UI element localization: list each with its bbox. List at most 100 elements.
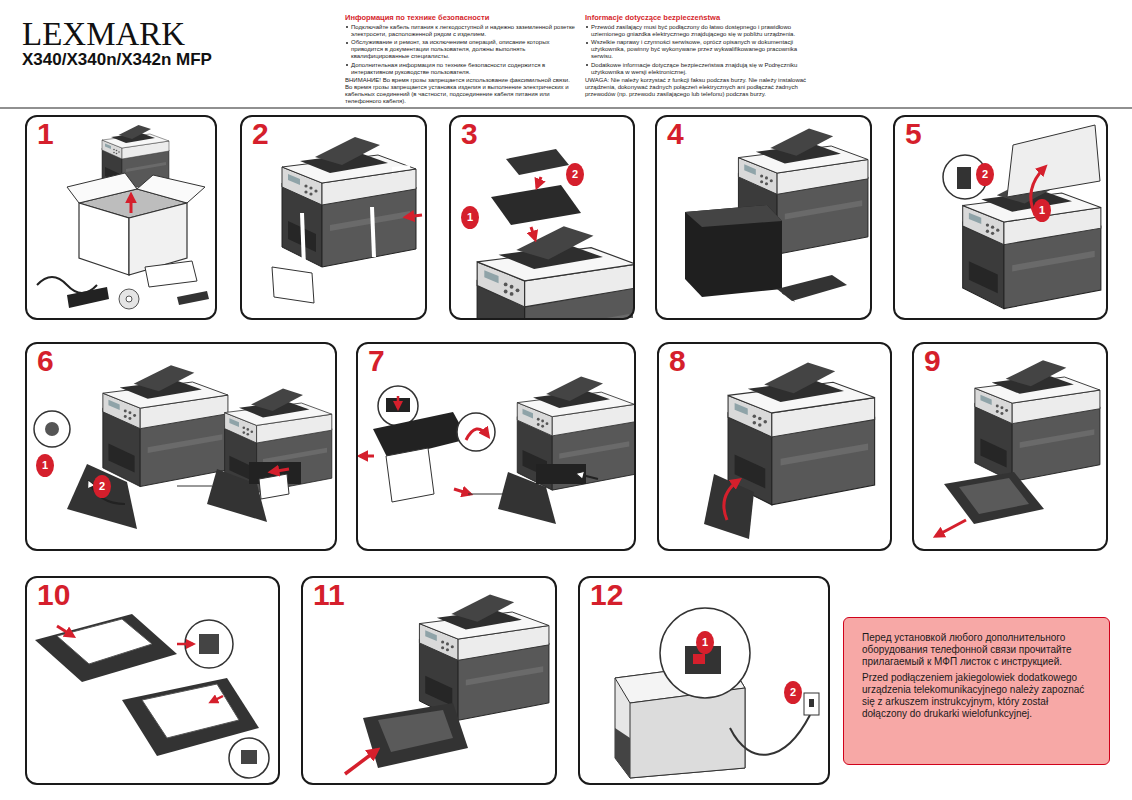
step-12-illustration [809, 699, 814, 707]
step-5-illustration [943, 125, 1101, 309]
callout-number: 2 [99, 481, 105, 492]
callout-number: 2 [982, 169, 988, 180]
step-panel: 7 [356, 342, 636, 551]
note-box: Перед установкой любого дополнительного … [843, 617, 1110, 765]
step-6-illustration [67, 464, 137, 529]
step-1-illustration [119, 289, 139, 309]
step-12-illustration [630, 688, 745, 778]
callout-number: 1 [702, 637, 708, 648]
step-7-illustration [468, 494, 503, 495]
step-6-illustration [34, 411, 70, 447]
step-6-illustration [271, 469, 289, 472]
step-12-illustration [804, 693, 819, 715]
step-number: 7 [368, 346, 385, 376]
step-5-illustration [1007, 125, 1100, 197]
step-3-illustration [477, 226, 636, 380]
step-7-illustration [517, 376, 634, 490]
step-7-illustration [360, 376, 635, 524]
step-1-illustration [79, 203, 129, 275]
safety-bullet: Wszelkie naprawy i czynności serwisowe, … [585, 39, 817, 60]
step-1-illustration [37, 125, 209, 309]
step-number: 6 [37, 346, 54, 376]
step-2-illustration [272, 267, 314, 303]
step-6-illustration [103, 365, 228, 486]
step-11-illustration [378, 710, 453, 752]
safety-bullet: Дополнительная информация по технике без… [345, 62, 577, 76]
step-8-illustration [704, 363, 875, 539]
step-7-illustration [454, 489, 470, 494]
step-12-illustration [730, 715, 810, 755]
step-panel: 5 2 1 [893, 115, 1108, 320]
step-number: 4 [667, 119, 684, 149]
step-10-illustration [199, 634, 219, 654]
step-2-illustration [282, 137, 416, 267]
step-3-illustration [477, 149, 636, 381]
note-text: Перед установкой любого дополнительного … [862, 632, 1095, 668]
callout-number: 2 [572, 169, 578, 180]
step-number: 5 [905, 119, 922, 149]
safety-bullet: Dodatkowe informacje dotyczące bezpiecze… [585, 62, 817, 76]
step-10-illustration [142, 684, 239, 738]
step-2-illustration [406, 215, 422, 217]
step-number: 11 [313, 580, 345, 610]
callout-circle: 2 [784, 681, 802, 704]
callout-circle: 1 [461, 206, 479, 229]
step-12-illustration [693, 654, 705, 664]
step-2-illustration [302, 213, 304, 267]
callout-circle: 1 [1033, 199, 1051, 222]
safety-warning: UWAGA: Nie należy korzystać z funkcji fa… [585, 77, 817, 98]
callout-circle: 1 [36, 454, 54, 477]
step-6-illustration [34, 365, 332, 529]
step-10-illustration [35, 614, 269, 778]
step-4-illustration [685, 205, 782, 227]
callout-circle: 1 [696, 631, 714, 654]
step-3-illustration [506, 149, 569, 175]
callout-circle: 2 [566, 163, 584, 186]
safety-heading: Informacje dotyczące bezpieczeństwa [585, 13, 817, 22]
step-2-illustration [272, 137, 422, 303]
step-panel: 6 1 2 [25, 342, 337, 551]
step-number: 9 [924, 346, 941, 376]
step-panel: 1212 [578, 576, 830, 785]
step-8-illustration [724, 480, 739, 520]
safety-heading: Информация по технике безопасности [345, 13, 577, 22]
step-12-illustration [615, 608, 819, 778]
step-11-illustration [419, 595, 549, 721]
safety-warning: ВНИМАНИЕ! Во время грозы запрещается исп… [345, 77, 577, 105]
step-1-illustration [67, 287, 109, 308]
callout-number: 1 [467, 212, 473, 223]
step-1-illustration [126, 296, 132, 302]
step-1-illustration [137, 175, 205, 203]
step-panel: 11 [301, 576, 557, 785]
step-3-illustration [537, 177, 541, 187]
safety-bullet: Обслуживание и ремонт, за исключением оп… [345, 39, 577, 60]
step-9-illustration [936, 360, 1100, 536]
step-10-illustration [57, 626, 73, 636]
safety-bullet: Przewód zasilający musi być podłączony d… [585, 24, 817, 38]
step-number: 8 [669, 346, 686, 376]
step-11-illustration [363, 703, 468, 768]
step-7-illustration [466, 429, 488, 440]
step-7-illustration [397, 396, 400, 408]
step-8-illustration [728, 363, 875, 505]
safety-bullet: Подключайте кабель питания к легкодоступ… [345, 24, 577, 38]
step-panel: 1 [25, 115, 217, 320]
step-panel: 8 [657, 342, 892, 551]
step-6-illustration [259, 474, 289, 499]
step-9-illustration [944, 472, 1044, 524]
step-6-illustration [45, 422, 59, 436]
step-7-illustration [457, 413, 495, 451]
step-10-illustration [241, 750, 257, 764]
step-1-illustration [130, 195, 133, 213]
step-7-illustration [578, 474, 598, 479]
step-10-illustration [211, 696, 223, 702]
step-8-illustration [704, 474, 754, 539]
brand-logo: LEXMARK [22, 18, 185, 51]
step-3-illustration [531, 227, 535, 239]
step-10-illustration [35, 614, 177, 682]
callout-number: 2 [790, 687, 796, 698]
step-10-illustration [57, 619, 152, 664]
step-9-illustration [936, 520, 966, 536]
